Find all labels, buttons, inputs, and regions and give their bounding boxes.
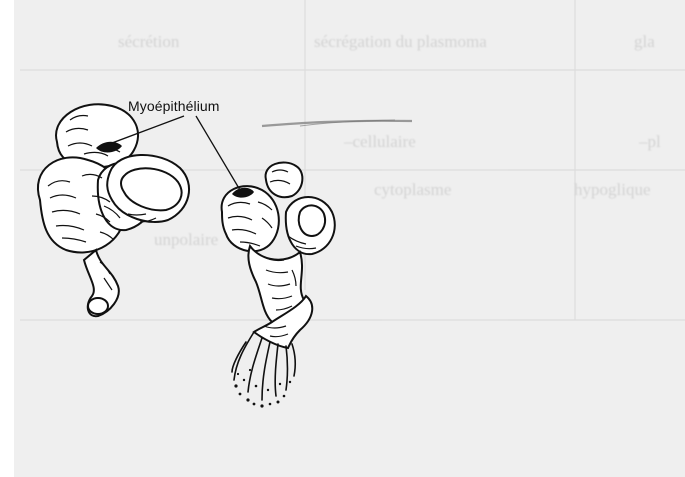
myoepithelium-label: Myoépithélium bbox=[128, 98, 220, 114]
pen-smudge bbox=[262, 121, 412, 126]
